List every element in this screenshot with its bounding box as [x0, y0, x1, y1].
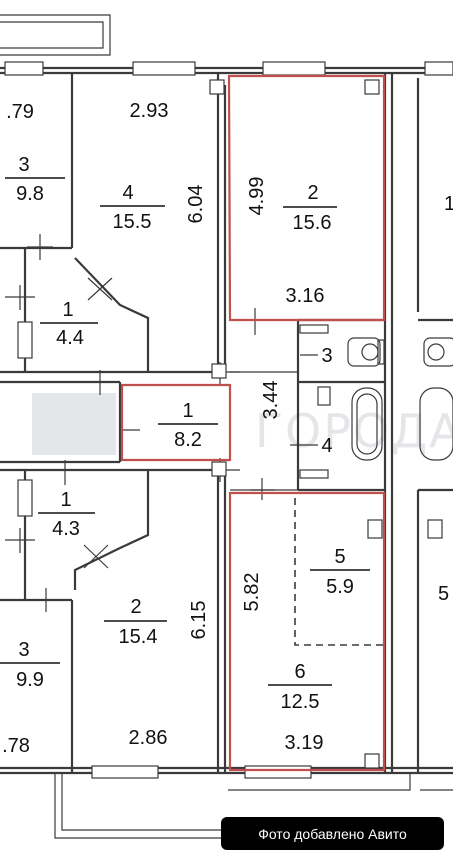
interior-walls	[0, 73, 453, 773]
room-number: 3	[321, 345, 332, 367]
room-area: 9.9	[16, 669, 44, 691]
stove-mark	[427, 519, 443, 539]
vent	[299, 469, 329, 479]
watermark: ГОРОДА	[32, 393, 453, 458]
watermark-text: ГОРОДА	[255, 404, 453, 458]
bathtub	[351, 387, 383, 461]
dimension-label: .78	[2, 735, 30, 757]
toilet	[423, 337, 453, 367]
room-number: 1	[60, 489, 71, 511]
window	[244, 765, 312, 779]
dimension-label: 6.15	[188, 601, 210, 640]
window	[91, 765, 159, 779]
dimension-label: 3.44	[260, 381, 282, 420]
room-number: 1	[62, 299, 73, 321]
sink	[317, 386, 331, 406]
column	[209, 79, 225, 95]
window	[424, 61, 453, 76]
photo-source-badge: Фото добавлено Авито	[221, 817, 444, 850]
room-number: 2	[130, 596, 141, 618]
dimension-label: 5.82	[241, 573, 263, 612]
dimension-label: 2.86	[129, 727, 168, 749]
dimension-label: 6.04	[185, 185, 207, 224]
door-jamb	[17, 479, 33, 517]
column	[364, 753, 380, 769]
room-number: 1	[182, 400, 193, 422]
room-number: 3	[18, 154, 29, 176]
vent	[299, 324, 329, 334]
room-area: 15.6	[293, 212, 332, 234]
dimension-label: 4.99	[246, 177, 268, 216]
room-area: 5.9	[326, 576, 354, 598]
room-number: 1	[444, 193, 453, 215]
bathtub	[419, 387, 453, 461]
room-number: 5	[438, 583, 449, 605]
column	[211, 363, 227, 379]
toilet	[347, 337, 385, 367]
room-area: 8.2	[174, 429, 202, 451]
dimension-label: 3.16	[286, 285, 325, 307]
window	[132, 61, 196, 76]
balcony-bottom	[54, 772, 453, 839]
dimension-label: .79	[6, 101, 34, 123]
room-area: 9.8	[16, 183, 44, 205]
room-number: 4	[321, 435, 332, 457]
kitchen-outline	[294, 498, 385, 646]
apartment-outline	[120, 74, 386, 772]
stove-mark	[367, 519, 383, 539]
column	[211, 461, 227, 477]
room-number: 4	[122, 182, 133, 204]
watermark-logo	[32, 393, 116, 455]
dimension-label: 3.19	[285, 732, 324, 754]
window	[262, 61, 326, 76]
room-number: 5	[334, 546, 345, 568]
room-number: 6	[294, 661, 305, 683]
room-number: 2	[307, 182, 318, 204]
window	[4, 61, 44, 76]
column	[364, 79, 380, 95]
room-area: 4.3	[52, 518, 80, 540]
room-area: 4.4	[56, 327, 84, 349]
balcony-top	[0, 14, 111, 56]
room-area: 15.5	[113, 211, 152, 233]
room-number: 3	[18, 639, 29, 661]
room-area: 12.5	[281, 691, 320, 713]
door-jamb	[17, 321, 33, 359]
dimension-label: 2.93	[130, 100, 169, 122]
room-area: 15.4	[119, 626, 158, 648]
